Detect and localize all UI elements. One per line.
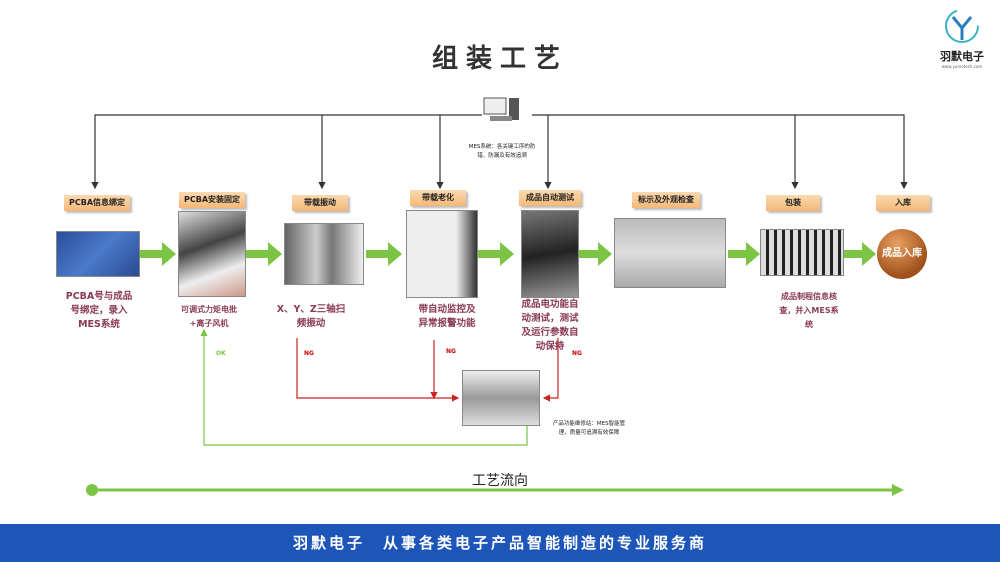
step-desc: 成品电功能自动测试，测试及运行参数自动保持	[521, 299, 579, 352]
packaging-image	[760, 229, 844, 276]
connector-lines	[86, 114, 908, 496]
ok-label: OK	[216, 350, 226, 357]
ng-label: NG	[446, 348, 456, 355]
vibration-machine-image	[284, 223, 364, 285]
step-desc: 带自动监控及异常报警功能	[418, 304, 476, 329]
step-desc: X、Y、Z三轴扫频振动	[276, 304, 346, 329]
logo-icon	[945, 9, 979, 43]
final-node: 成品入库	[877, 229, 927, 279]
footer-banner: 羽默电子 从事各类电子产品智能制造的专业服务商	[0, 524, 1000, 562]
step-desc: 成品制程信息核查，并入MES系统	[779, 292, 839, 329]
step-label: 带载振动	[292, 195, 348, 211]
page-title: 组装工艺	[431, 44, 568, 74]
step-label: 包装	[766, 195, 820, 211]
step-label: 带载老化	[410, 190, 466, 206]
step-label: PCBA信息绑定	[64, 195, 130, 211]
step-desc: 可调式力矩电批+离子风机	[181, 305, 237, 328]
flow-arrows	[140, 242, 876, 266]
step-label: 成品自动测试	[519, 190, 581, 206]
logo: 羽默电子 www.yumotech.com	[932, 8, 992, 69]
repair-station-image	[462, 370, 540, 426]
product-inspection-image	[614, 218, 726, 288]
ng-label: NG	[304, 350, 314, 357]
step-label: PCBA安装固定	[179, 192, 245, 208]
mes-note: MES系统：各关键工序的防错、防漏及有效追溯	[468, 144, 536, 159]
ng-label: NG	[572, 350, 582, 357]
step-label: 入库	[876, 195, 930, 211]
pcba-board-image	[56, 231, 140, 277]
screwdriver-station-image	[178, 211, 246, 297]
aging-chamber-image	[406, 210, 478, 298]
test-station-image	[521, 210, 579, 298]
logo-url: www.yumotech.com	[941, 64, 983, 69]
computer-icon	[482, 96, 522, 128]
logo-name: 羽默电子	[940, 50, 984, 63]
repair-note: 产品功能维修站：MES智能管理，质量可追溯有效保障	[552, 421, 626, 436]
step-label: 标示及外观检查	[632, 192, 700, 208]
step-desc: PCBA号与成品号绑定，录入MES系统	[65, 291, 133, 330]
flow-label: 工艺流向	[472, 473, 528, 489]
